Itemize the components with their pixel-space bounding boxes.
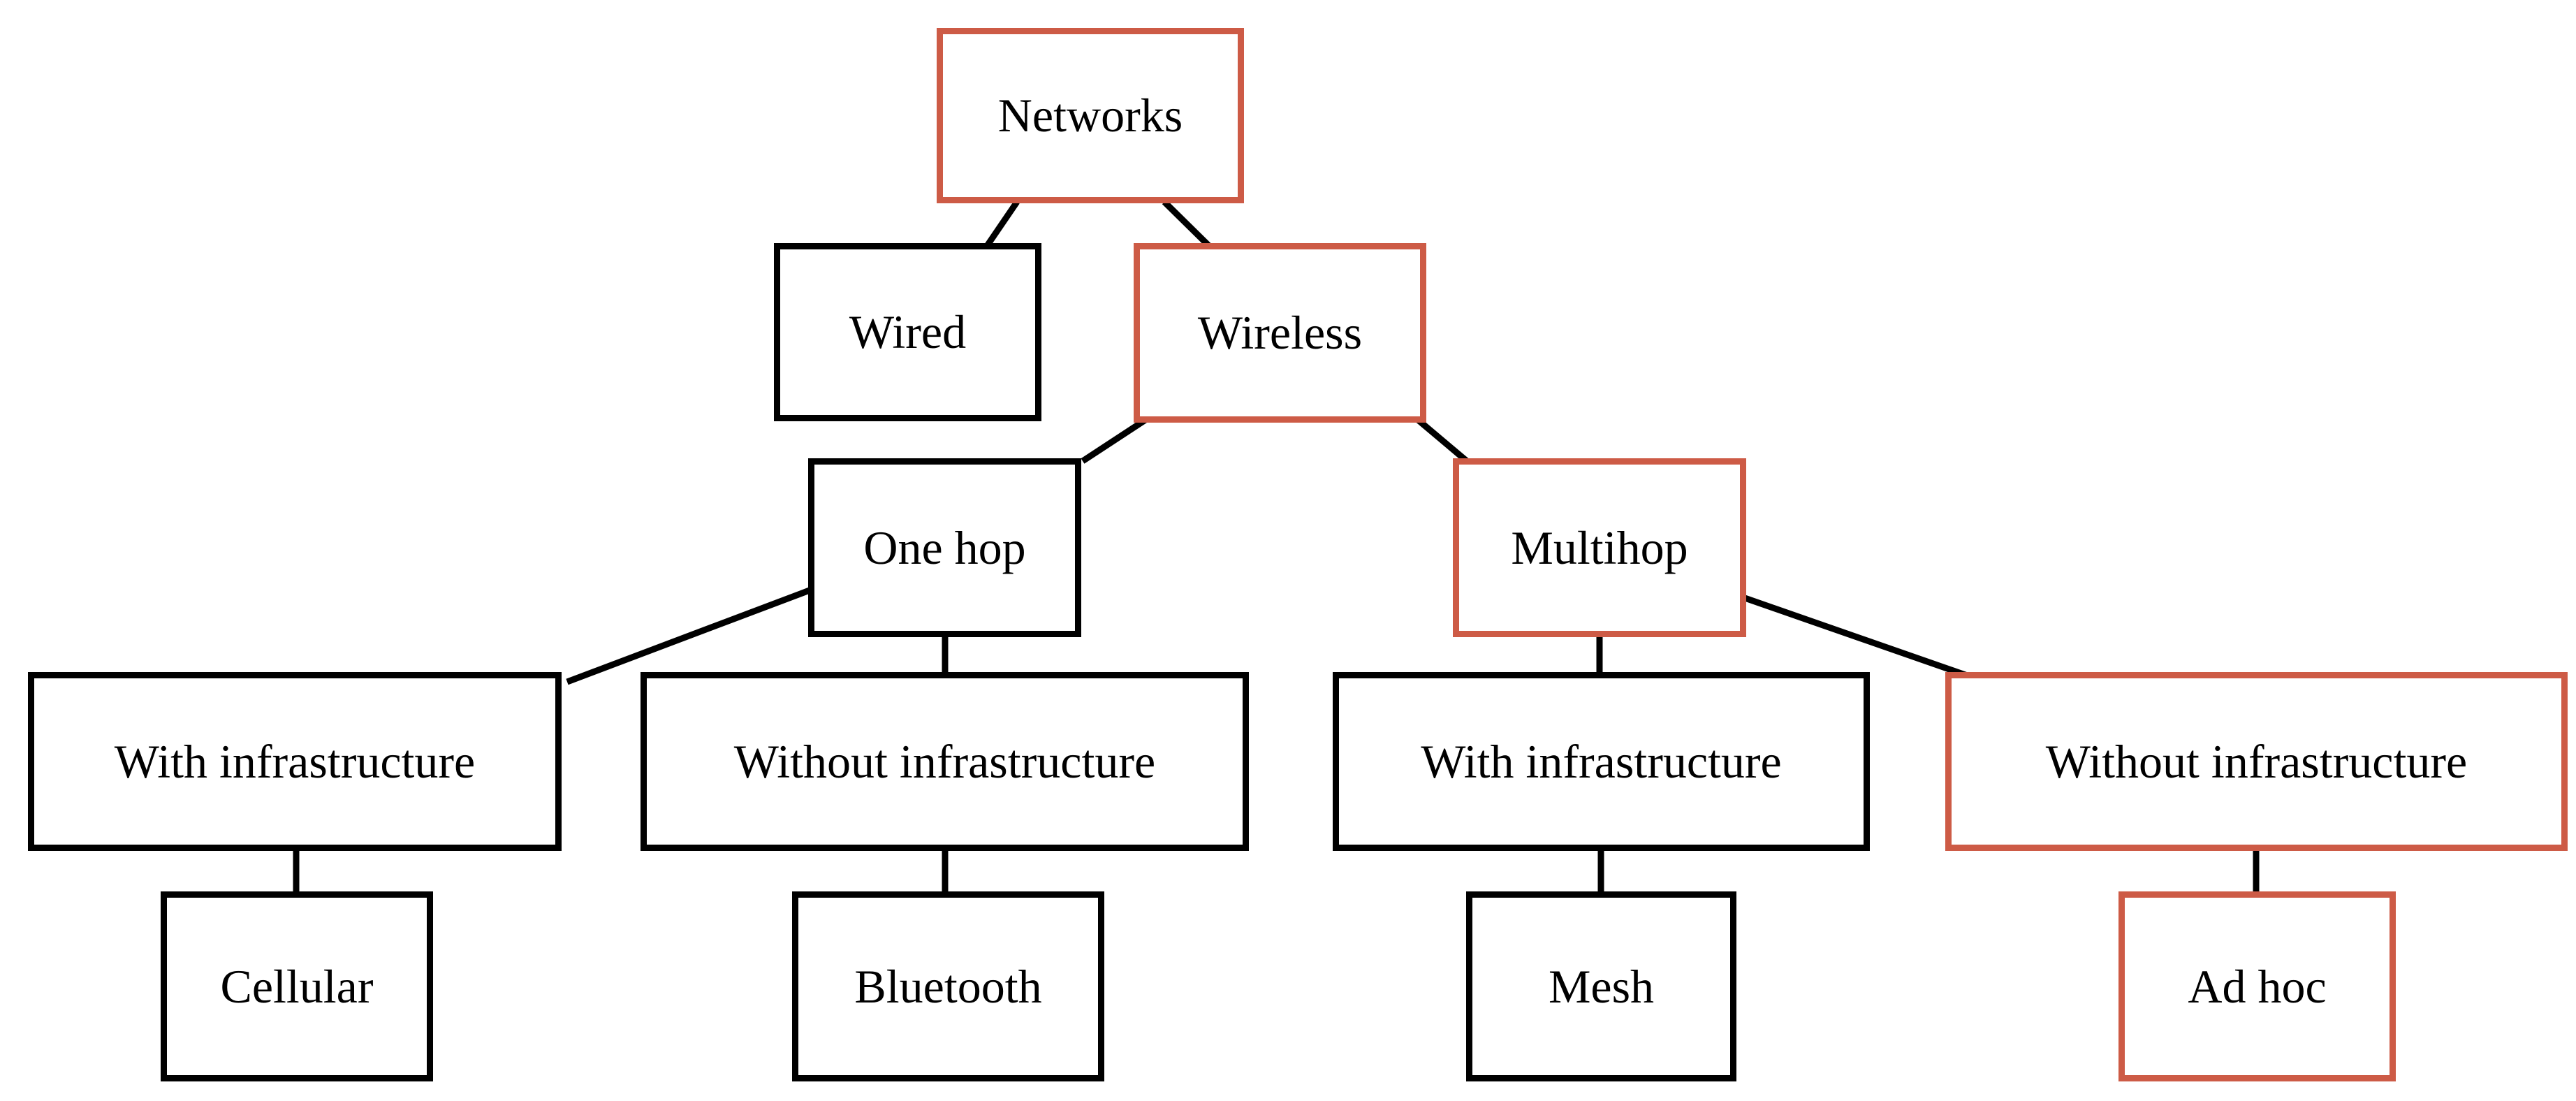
node-one-hop-label: One hop xyxy=(863,520,1026,574)
node-one-hop: One hop xyxy=(808,458,1081,637)
node-with-infrastructure-multihop: With infrastructure xyxy=(1333,672,1870,851)
node-bluetooth-label: Bluetooth xyxy=(854,959,1042,1013)
node-multihop: Multihop xyxy=(1453,458,1746,637)
node-ad-hoc: Ad hoc xyxy=(2118,891,2396,1081)
node-with-infrastructure-one-hop: With infrastructure xyxy=(28,672,562,851)
node-cellular-label: Cellular xyxy=(220,959,374,1013)
edge-wireless-multihop xyxy=(1416,417,1469,464)
node-without-infrastructure-multihop-label: Without infrastructure xyxy=(2045,734,2468,788)
edge-networks-wireless xyxy=(1162,199,1212,249)
node-wireless: Wireless xyxy=(1134,243,1426,423)
node-ad-hoc-label: Ad hoc xyxy=(2188,959,2327,1013)
edge-multihop-without-infra xyxy=(1743,595,1991,687)
node-mesh: Mesh xyxy=(1466,891,1736,1081)
node-wireless-label: Wireless xyxy=(1197,306,1363,360)
node-wired-label: Wired xyxy=(849,305,967,359)
edge-wireless-one-hop xyxy=(1081,417,1148,464)
node-cellular: Cellular xyxy=(161,891,433,1081)
node-with-infrastructure-multihop-label: With infrastructure xyxy=(1421,734,1782,788)
node-multihop-label: Multihop xyxy=(1511,520,1688,574)
node-networks: Networks xyxy=(937,28,1244,203)
node-with-infrastructure-one-hop-label: With infrastructure xyxy=(114,734,476,788)
edge-one-hop-with-infra xyxy=(566,587,811,685)
node-mesh-label: Mesh xyxy=(1548,959,1655,1013)
node-without-infrastructure-one-hop-label: Without infrastructure xyxy=(733,734,1156,788)
node-without-infrastructure-multihop: Without infrastructure xyxy=(1945,672,2568,851)
node-bluetooth: Bluetooth xyxy=(792,891,1104,1081)
edge-networks-wired xyxy=(984,200,1020,248)
node-networks-label: Networks xyxy=(997,89,1183,143)
node-wired: Wired xyxy=(774,243,1041,421)
node-without-infrastructure-one-hop: Without infrastructure xyxy=(641,672,1249,851)
